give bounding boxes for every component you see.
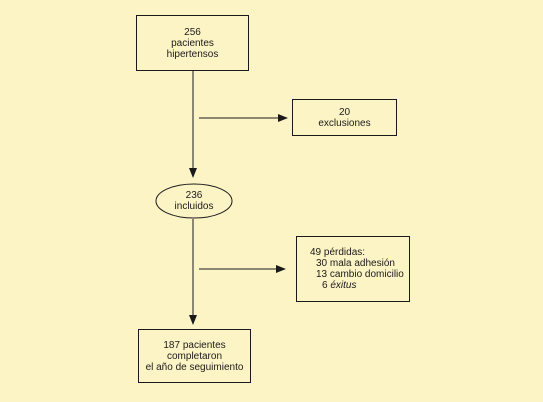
loss-item: 6 éxitus <box>310 280 356 291</box>
included-label: incluidos <box>174 201 214 212</box>
start-label-2: hipertensos <box>166 48 219 60</box>
exclusions-box: 20 exclusiones <box>292 99 397 136</box>
start-count: 256 <box>184 26 201 38</box>
included-node: 236 incluidos <box>156 184 232 218</box>
loss-item: 30 mala adhesión <box>310 258 395 269</box>
loss-item: 13 cambio domicilio <box>310 269 404 280</box>
completed-box: 187 pacientes completaron el año de segu… <box>138 329 251 383</box>
completed-count: 187 pacientes <box>163 339 226 351</box>
loss-count: 6 <box>322 280 328 291</box>
exclusions-label: exclusiones <box>318 117 371 129</box>
loss-count: 30 <box>316 258 328 269</box>
loss-label: cambio domicilio <box>329 269 404 280</box>
included-ellipse <box>155 183 233 219</box>
included-count: 236 <box>185 190 203 201</box>
completed-label-2: el año de seguimiento <box>145 361 244 373</box>
loss-label: mala adhesión <box>329 258 395 269</box>
losses-title: 49 pérdidas: <box>310 247 366 258</box>
loss-label: éxitus <box>330 280 357 291</box>
start-label-1: pacientes <box>171 37 214 49</box>
losses-box: 49 pérdidas: 30 mala adhesión 13 cambio … <box>296 236 410 302</box>
loss-count: 13 <box>316 269 328 280</box>
exclusions-count: 20 <box>338 106 351 118</box>
completed-label-1: completaron <box>166 350 223 362</box>
start-box: 256 pacientes hipertensos <box>136 15 249 71</box>
